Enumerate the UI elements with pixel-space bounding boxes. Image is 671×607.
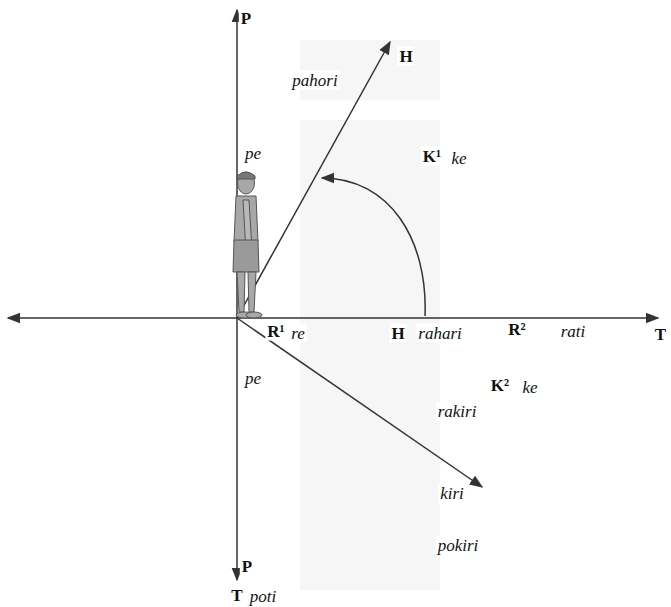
shade-band	[300, 120, 440, 590]
axis-letter: P	[240, 557, 254, 576]
horizontal-axis-right	[237, 317, 658, 319]
direction-term: pokiri	[436, 536, 481, 555]
axis-letter: T	[653, 325, 668, 344]
direction-term: re	[289, 324, 307, 343]
standing-man	[233, 172, 262, 318]
axis-letter: R¹	[265, 322, 286, 341]
direction-term: poti	[248, 587, 278, 606]
vertical-axis-down	[236, 318, 238, 580]
direction-term: pe	[243, 369, 263, 388]
axis-letter: T	[229, 586, 244, 605]
horizontal-axis-left	[8, 317, 237, 319]
axis-letter: P	[239, 9, 253, 28]
rotation-arc	[322, 178, 425, 316]
direction-term: kiri	[438, 484, 466, 503]
axis-letter: K¹	[421, 147, 443, 166]
axis-letter: K²	[489, 376, 511, 395]
direction-term: rahari	[416, 324, 463, 343]
direction-term: pahori	[290, 71, 339, 90]
direction-term: rakiri	[436, 402, 479, 421]
direction-term: ke	[520, 378, 539, 397]
axis-letter: H	[397, 47, 414, 66]
direction-term: rati	[559, 322, 588, 341]
axis-letter: R²	[506, 320, 527, 339]
direction-term: ke	[449, 149, 468, 168]
direction-term: pe	[243, 144, 263, 163]
lower-ray	[237, 318, 482, 487]
axis-letter: H	[389, 324, 406, 343]
upper-ray	[237, 42, 390, 318]
